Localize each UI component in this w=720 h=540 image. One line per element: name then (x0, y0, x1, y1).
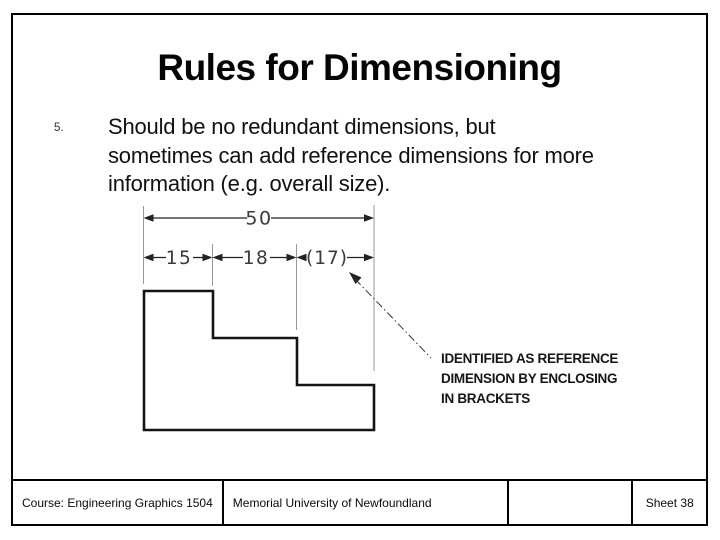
footer-title-block: Course: Engineering Graphics 1504 Memori… (11, 479, 708, 526)
dim-18-label: 18 (243, 248, 270, 269)
reference-note-line-2: DIMENSION BY ENCLOSING (441, 371, 618, 386)
dim-15-label: 15 (166, 248, 193, 269)
footer-university: Memorial University of Newfoundland (224, 481, 510, 524)
footer-course: Course: Engineering Graphics 1504 (13, 481, 224, 524)
footer-sheet-number: Sheet 38 (645, 495, 694, 510)
footer-empty-cell (509, 481, 634, 524)
list-number: 5. (54, 122, 64, 134)
bullet-line-3: information (e.g. overall size). (108, 171, 391, 196)
dimension-arrows (143, 214, 374, 262)
extension-lines (143, 205, 375, 371)
bullet-text: Should be no redundant dimensions, but s… (108, 113, 594, 199)
leader-line (349, 272, 432, 359)
page-title: Rules for Dimensioning (157, 47, 562, 88)
dim-ref-label: (17) (306, 248, 348, 269)
dim-overall-label: 50 (245, 208, 272, 230)
reference-note: IDENTIFIED AS REFERENCE DIMENSION BY ENC… (441, 349, 618, 409)
part-outline (142, 289, 376, 432)
bullet-line-2: sometimes can add reference dimensions f… (108, 142, 594, 168)
reference-note-line-1: IDENTIFIED AS REFERENCE (441, 351, 619, 366)
dimension-drawing: 50 15 18 (17) (142, 205, 432, 432)
dimension-lines (152, 217, 365, 259)
bullet-line-1: Should be no redundant dimensions, but (108, 114, 496, 139)
reference-note-line-3: IN BRACKETS (441, 391, 530, 406)
